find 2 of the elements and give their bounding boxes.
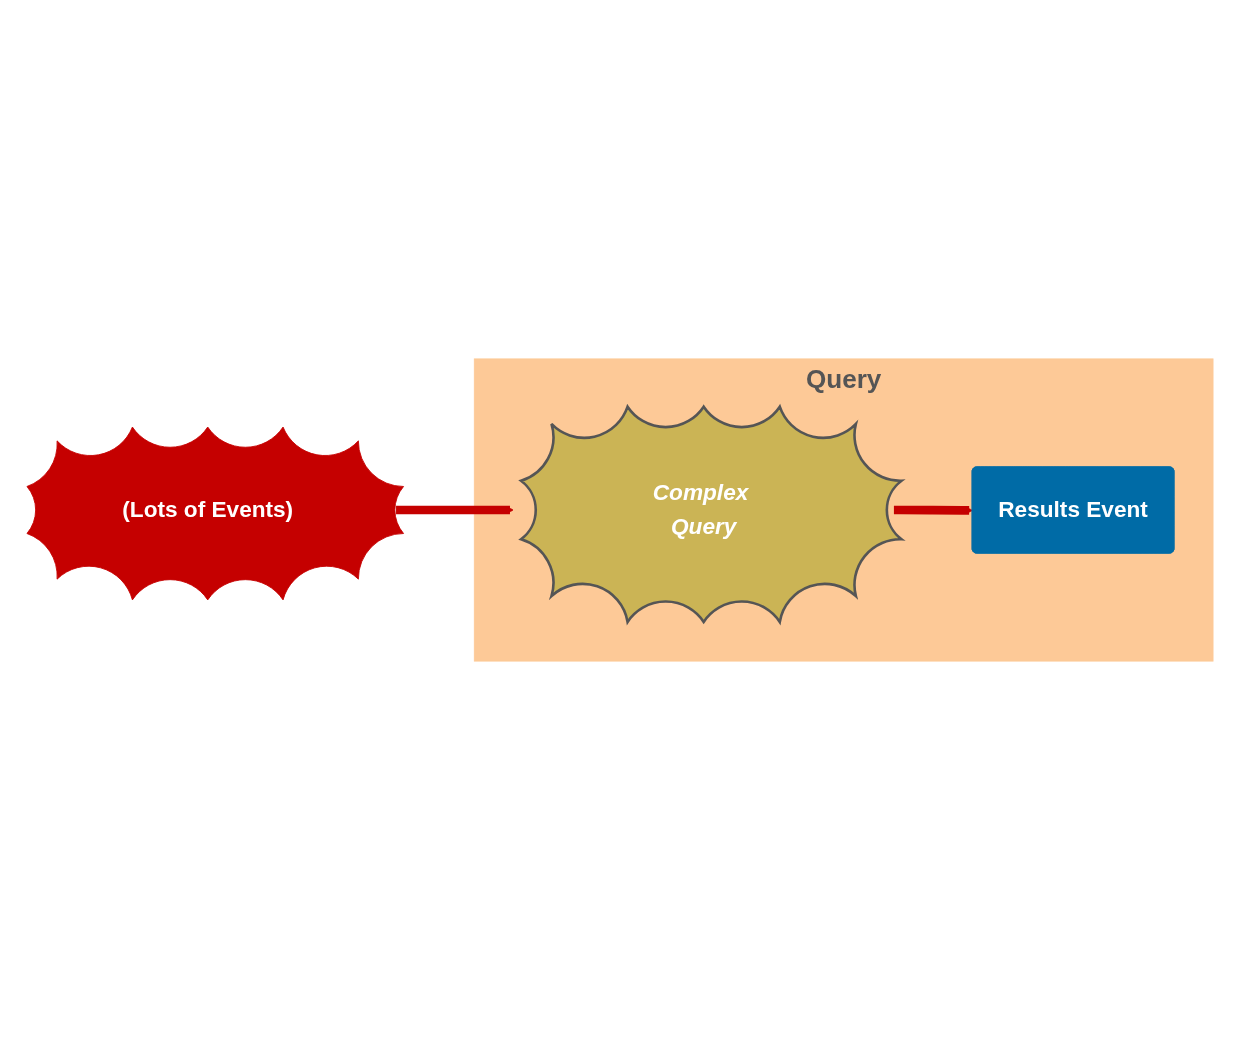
arrow bbox=[396, 505, 514, 515]
arrow bbox=[893, 505, 973, 515]
